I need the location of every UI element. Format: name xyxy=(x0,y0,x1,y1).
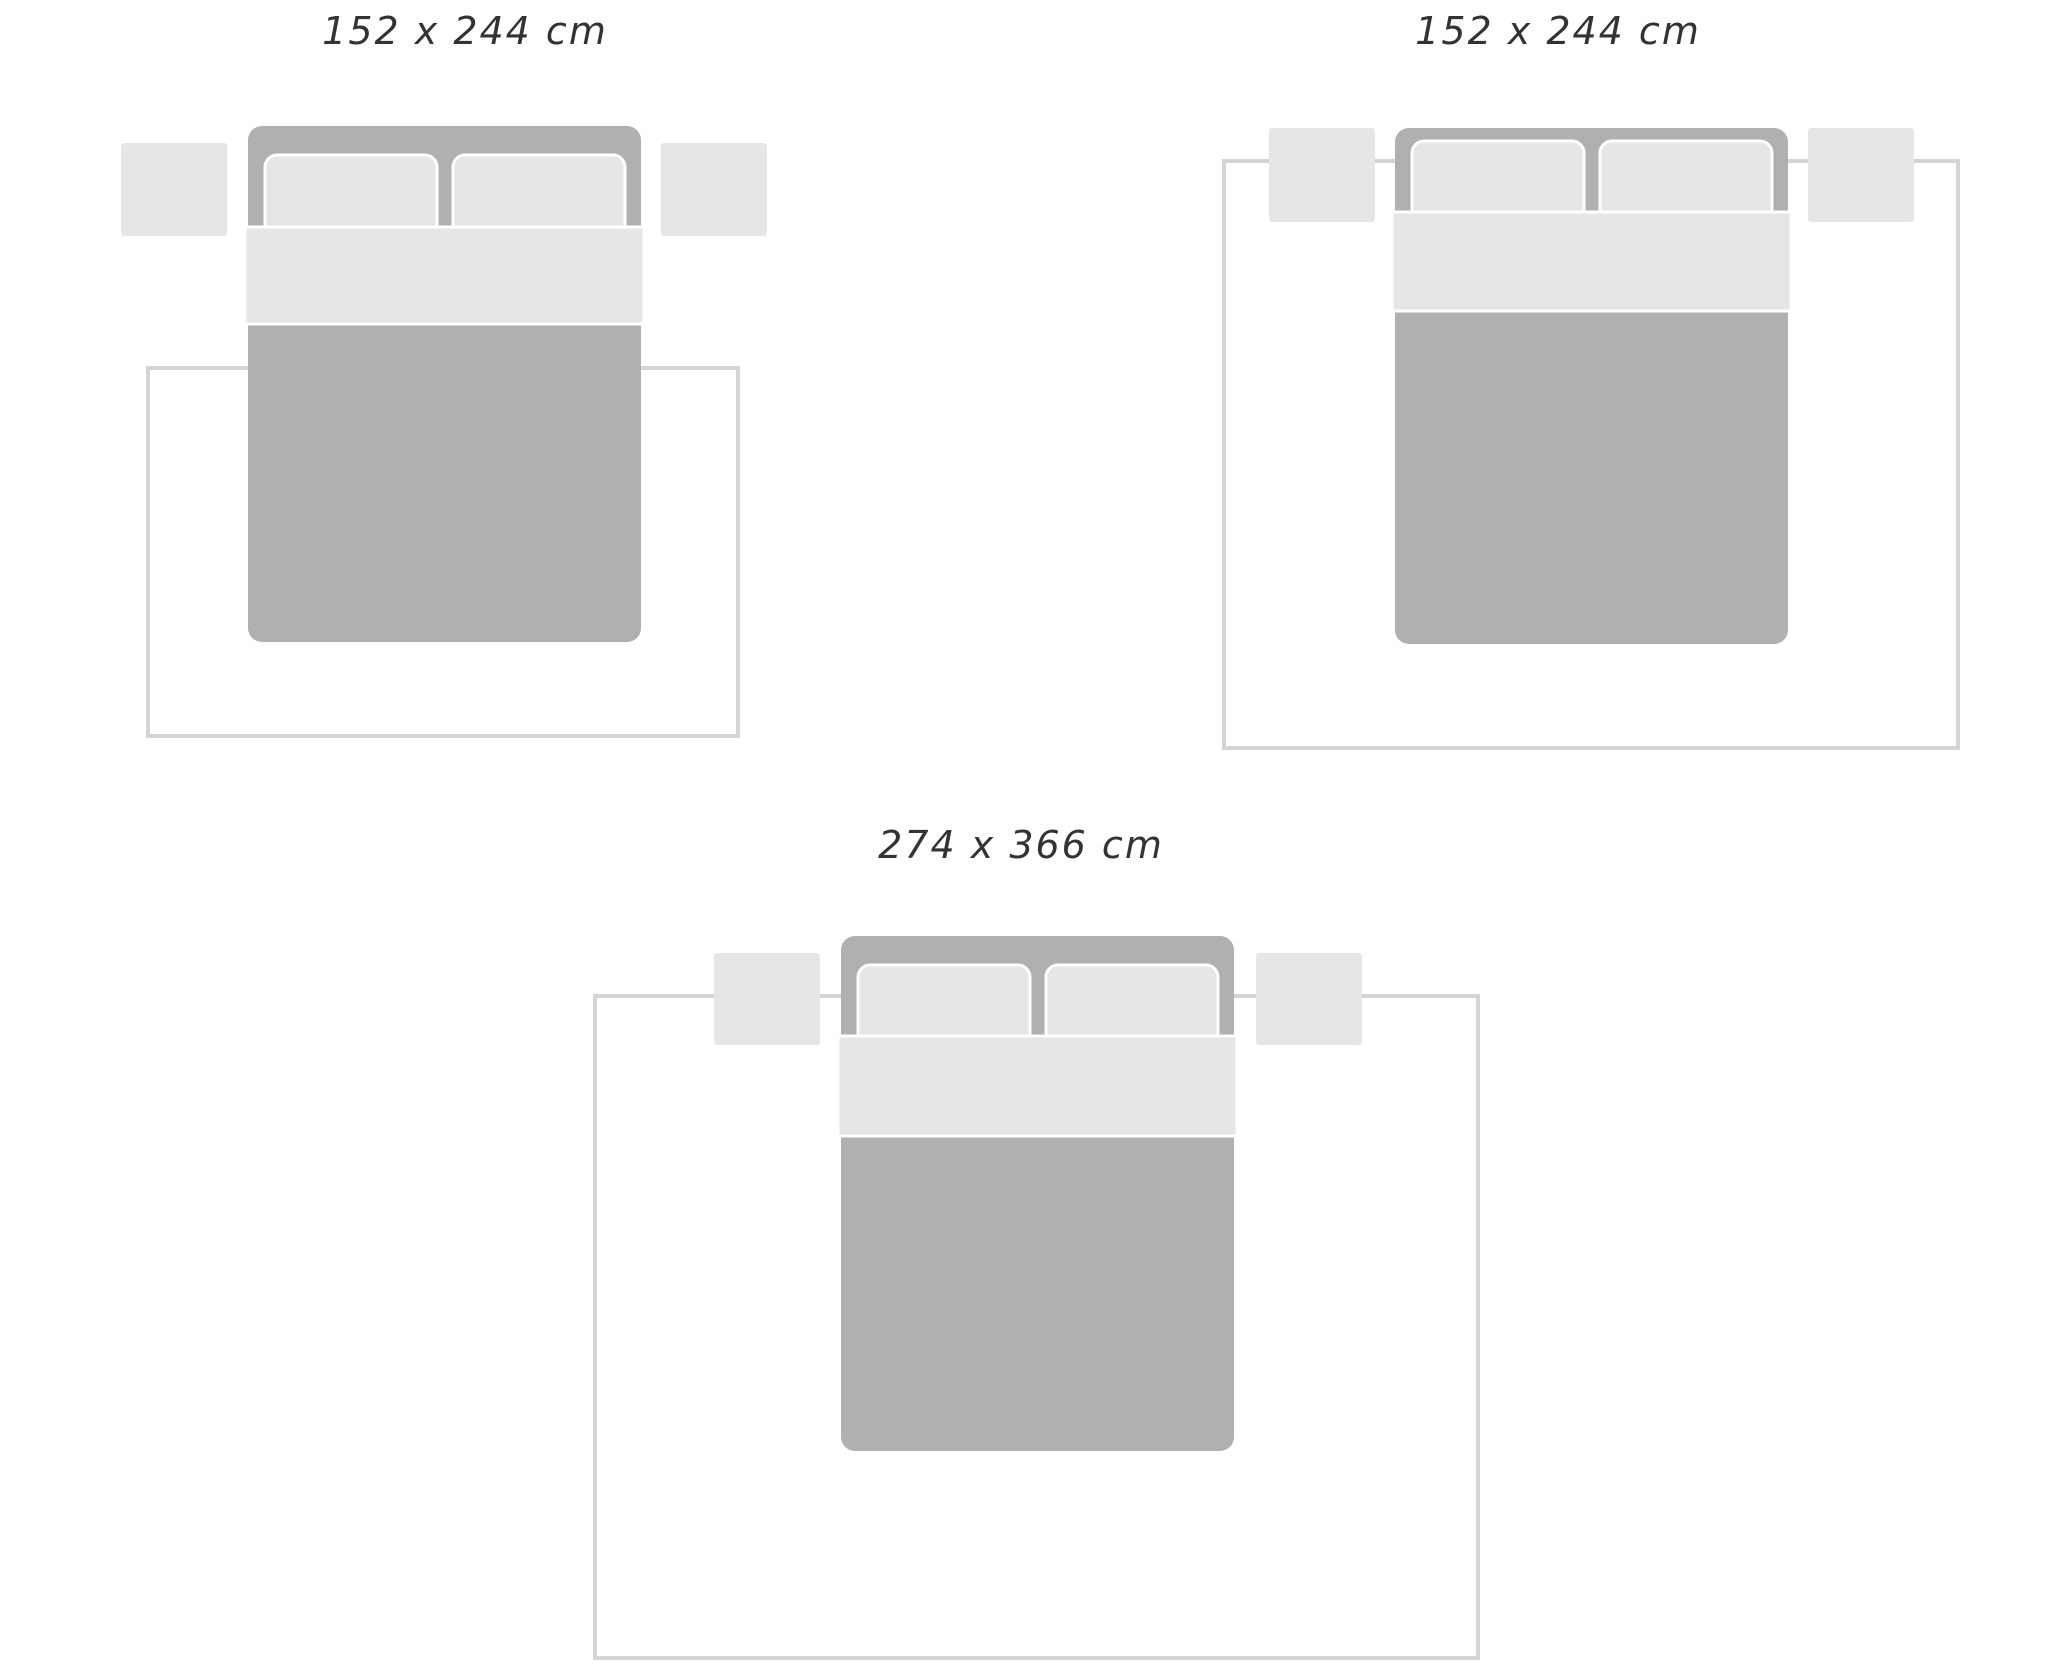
nightstand xyxy=(1808,128,1914,222)
rug-size-label: 274 x 366 cm xyxy=(878,823,1164,867)
nightstand xyxy=(714,953,820,1045)
duvet-fold xyxy=(836,1034,1239,1138)
rug-size-label: 152 x 244 cm xyxy=(1415,9,1701,53)
duvet-fold xyxy=(243,225,646,326)
rug-size-label: 152 x 244 cm xyxy=(322,9,608,53)
nightstand xyxy=(1256,953,1362,1045)
nightstand xyxy=(121,143,227,236)
nightstand xyxy=(1269,128,1375,222)
duvet-fold xyxy=(1390,210,1793,313)
nightstand xyxy=(661,143,767,236)
